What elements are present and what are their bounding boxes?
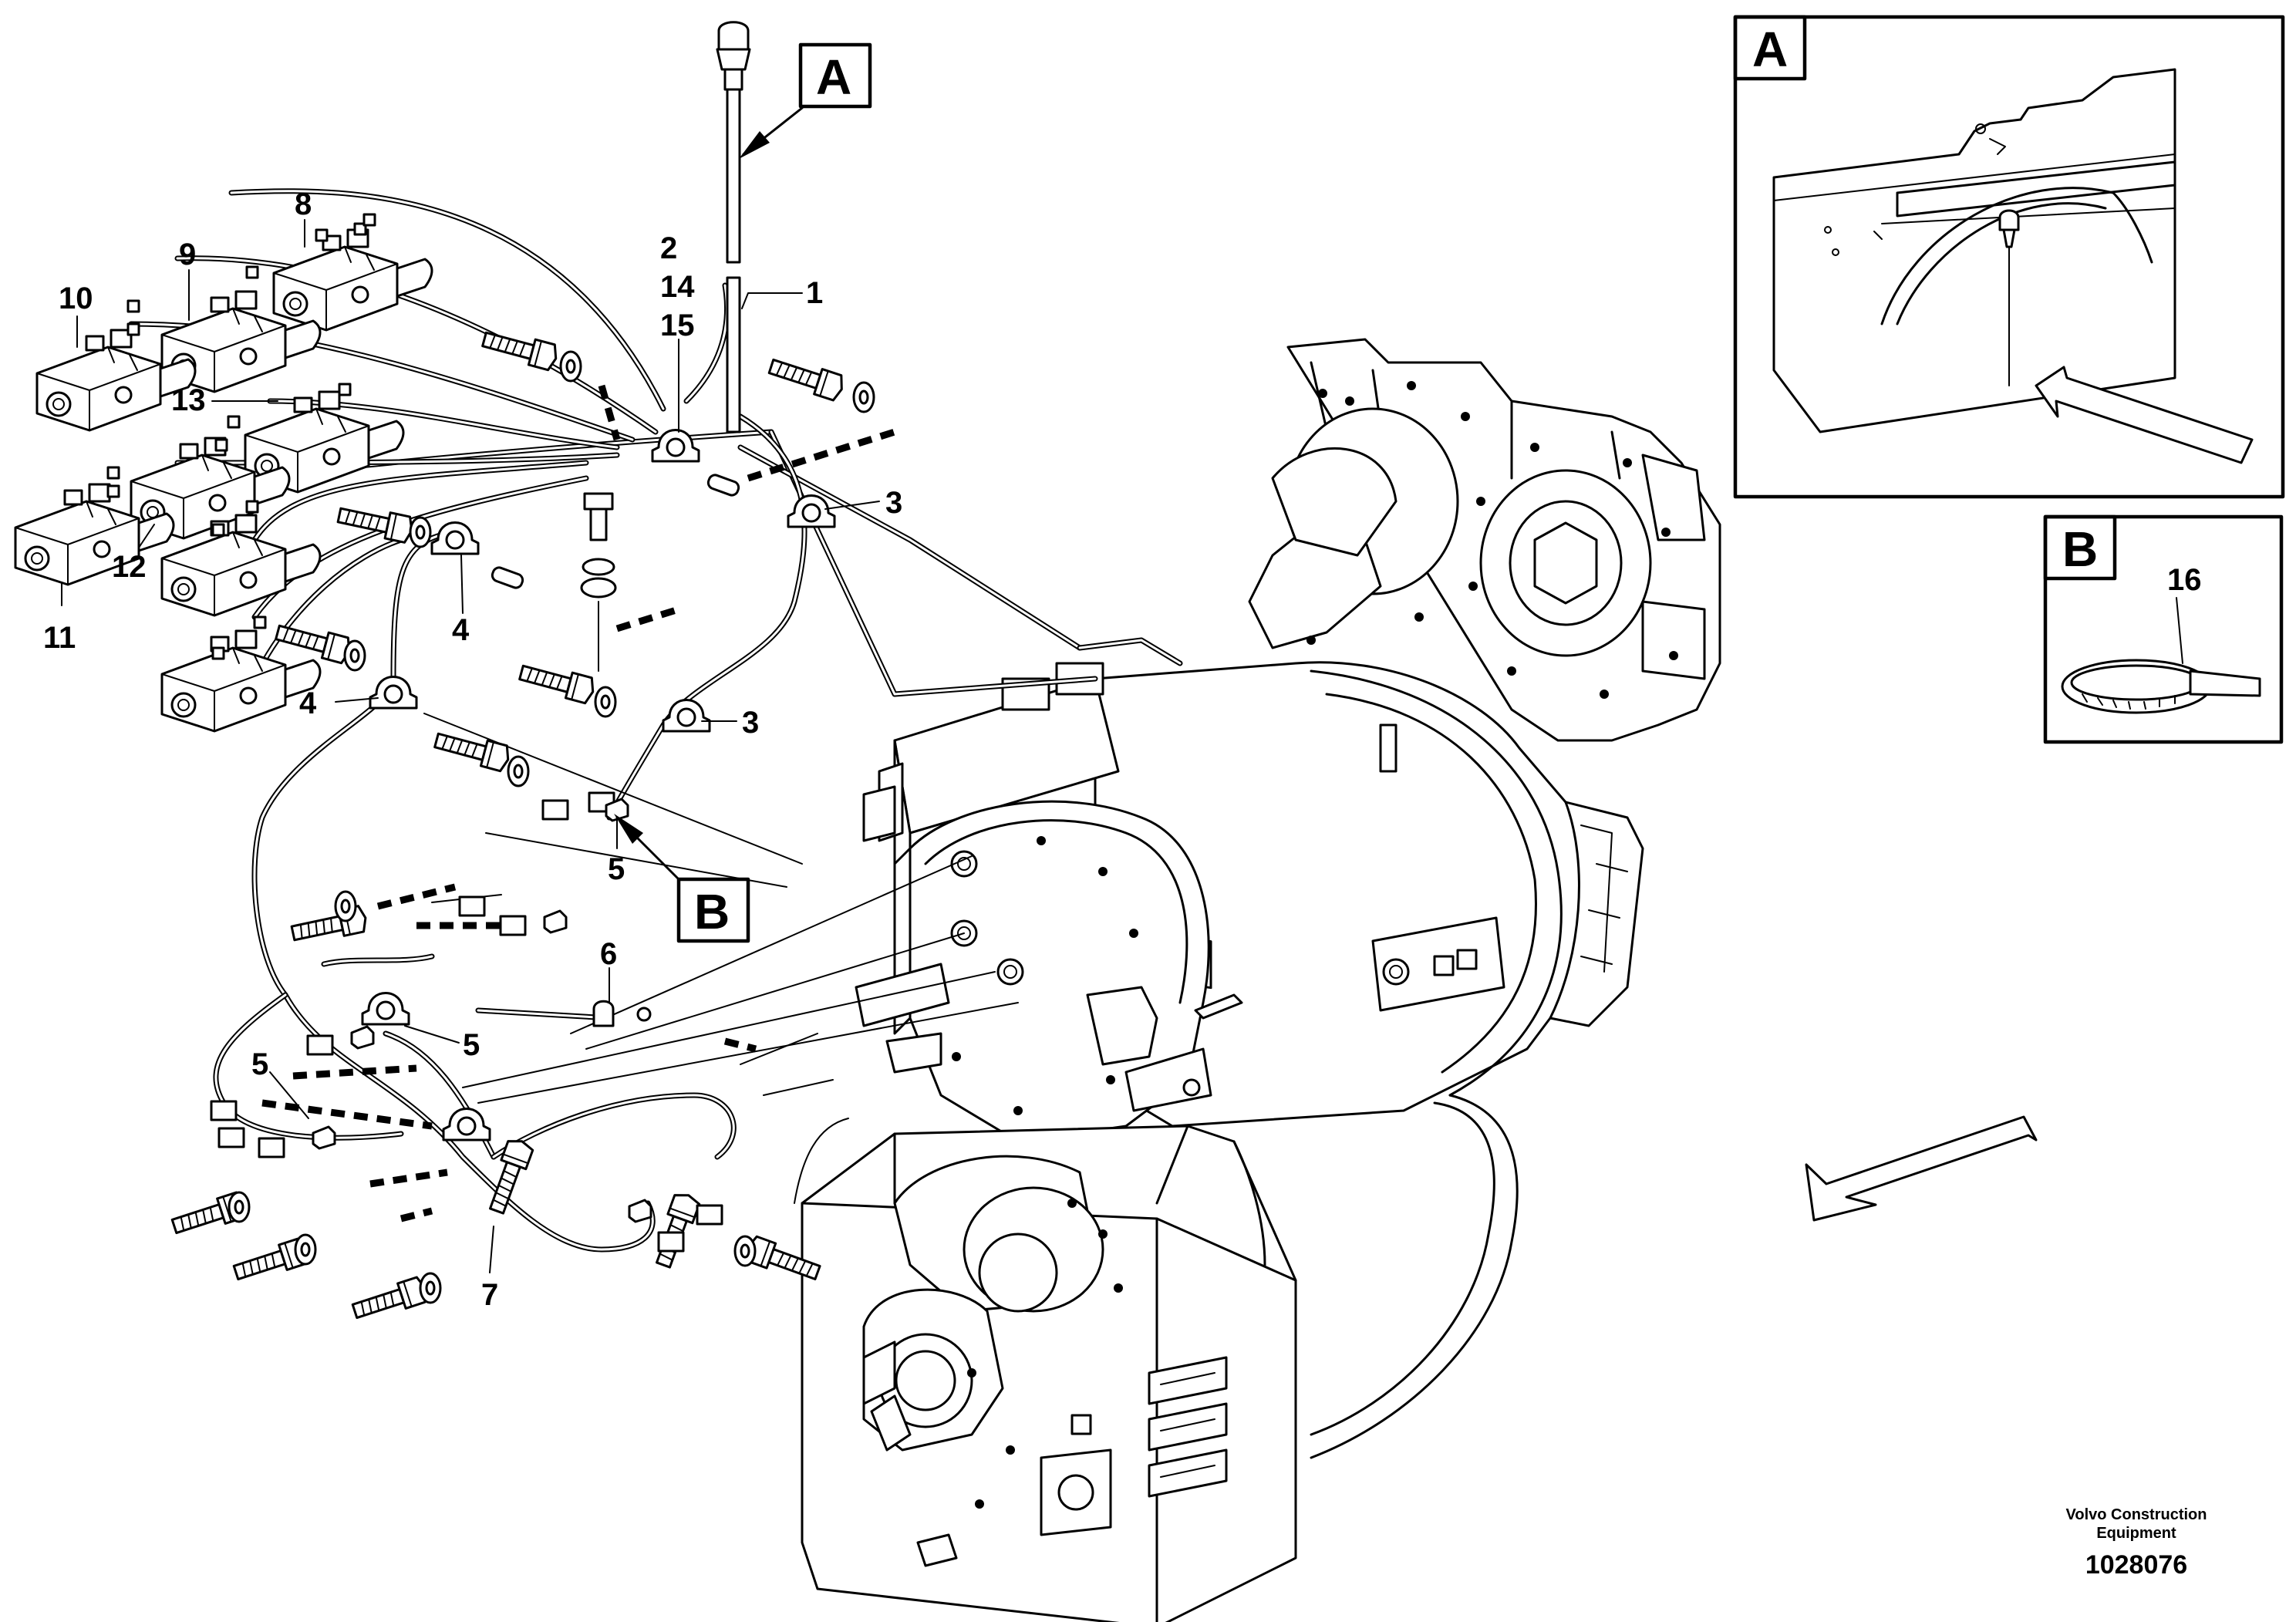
transmission-housing-icon [801,338,1721,1622]
cable-tie-icon [2061,659,2261,714]
dipstick-sensor [716,21,751,433]
brand-line-2: Equipment [2096,1525,2176,1542]
detail-a-label: A [1752,22,1788,77]
detail-b-label: B [2062,521,2098,577]
callout-14: 14 [660,270,695,304]
document-number: 1028076 [2085,1550,2187,1580]
callout-16: 16 [2167,563,2202,597]
footer: Volvo Construction Equipment 1028076 [2066,1506,2207,1580]
brand-line-1: Volvo Construction [2066,1506,2207,1523]
view-marker-b-label: B [694,884,730,939]
callout-2: 2 [660,231,677,265]
callout-8: 8 [295,187,312,221]
callout-4-lower: 4 [299,686,317,720]
harness-break [261,384,896,1222]
callout-13: 13 [171,383,206,417]
callout-leaders [61,219,880,1273]
callout-12: 12 [112,550,147,584]
connector-icon [106,213,376,660]
detail-b-panel: B 16 [2043,514,2284,744]
bolt-icon [580,492,617,672]
direction-arrow-icon [1805,1115,2038,1222]
view-marker-b: B [614,814,750,943]
callout-7: 7 [481,1278,498,1312]
callout-3-lower: 3 [742,706,759,740]
callout-4-upper: 4 [452,613,470,647]
callout-5-center: 5 [608,852,625,886]
detail-a-panel: A [1733,15,2285,499]
callout-6: 6 [600,937,617,971]
callout-10: 10 [59,282,93,315]
callout-15: 15 [660,309,695,342]
callout-1: 1 [806,276,823,310]
callout-9: 9 [179,238,196,271]
view-marker-a: A [739,42,872,159]
callout-5-left: 5 [251,1047,268,1081]
view-marker-a-label: A [816,49,851,105]
callout-labels: 1 2 14 15 3 3 4 4 5 5 5 6 7 8 9 10 11 12… [43,187,902,1312]
callout-3-upper: 3 [885,486,902,520]
callout-11: 11 [43,621,76,655]
callout-5-right: 5 [463,1028,480,1062]
